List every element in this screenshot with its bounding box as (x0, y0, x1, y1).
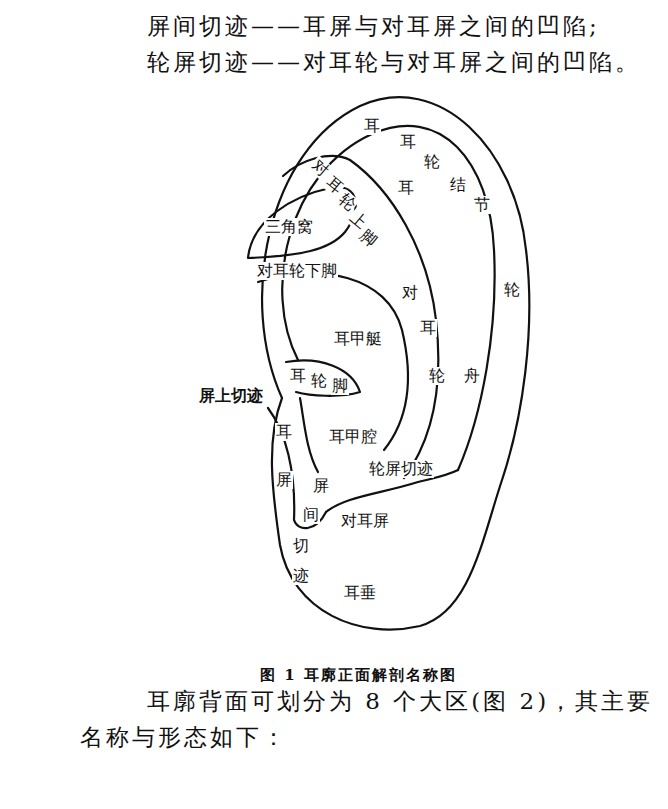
antihelix-inner (258, 273, 408, 450)
body-text: 轮屏切迹——对耳轮与对耳屏之间的凹陷。 (80, 44, 665, 80)
part-name-char: 舟 (463, 367, 481, 385)
part-name-char: 耳 (397, 179, 415, 197)
part-name: 轮屏切迹 (368, 460, 434, 478)
part-name: 屏上切迹 (198, 387, 264, 405)
part-name-char: 节 (473, 196, 491, 214)
part-name-char: 轮 (503, 281, 521, 299)
helix-crus (286, 360, 360, 395)
part-name-char: 轮 (310, 372, 328, 390)
part-name-char: 耳 (363, 117, 381, 135)
part-name-char: 轮 (428, 367, 446, 385)
body-text: 屏间切迹——耳屏与对耳屏之间的凹陷; (80, 8, 665, 44)
antihelix-outer (283, 156, 438, 478)
helix-inner (282, 126, 494, 470)
figure-caption: 图 1 耳廓正面解剖名称图 (260, 666, 457, 685)
part-name-char: 间 (302, 506, 320, 524)
part-name-char: 耳 (289, 367, 307, 385)
part-name-char: 屏 (312, 477, 330, 495)
part-name: 三角窝 (264, 218, 314, 236)
helix-outer (262, 97, 529, 629)
part-name: 对耳屏 (340, 512, 390, 530)
part-name-char: 脚 (331, 377, 349, 395)
part-name-char: 对 (401, 284, 419, 302)
concha-edge (300, 398, 318, 472)
part-name: 对耳轮下脚 (256, 262, 338, 280)
part-name-char: 结 (449, 176, 467, 194)
tragus (268, 408, 326, 528)
part-name-char: 迹 (292, 567, 310, 585)
part-name: 耳垂 (343, 584, 377, 602)
part-name-char: 屏 (275, 471, 293, 489)
part-name: 耳甲艇 (333, 330, 383, 348)
part-name-char: 耳 (275, 423, 293, 441)
part-name-char: 耳 (419, 319, 437, 337)
part-name-char: 切 (292, 537, 310, 555)
part-name: 耳甲腔 (328, 428, 378, 446)
part-name-char: 轮 (423, 153, 441, 171)
body-text: 耳廓背面可划分为 8 个大区(图 2)，其主要名称与形态如下： (80, 683, 665, 755)
part-name-char: 耳 (399, 133, 417, 151)
